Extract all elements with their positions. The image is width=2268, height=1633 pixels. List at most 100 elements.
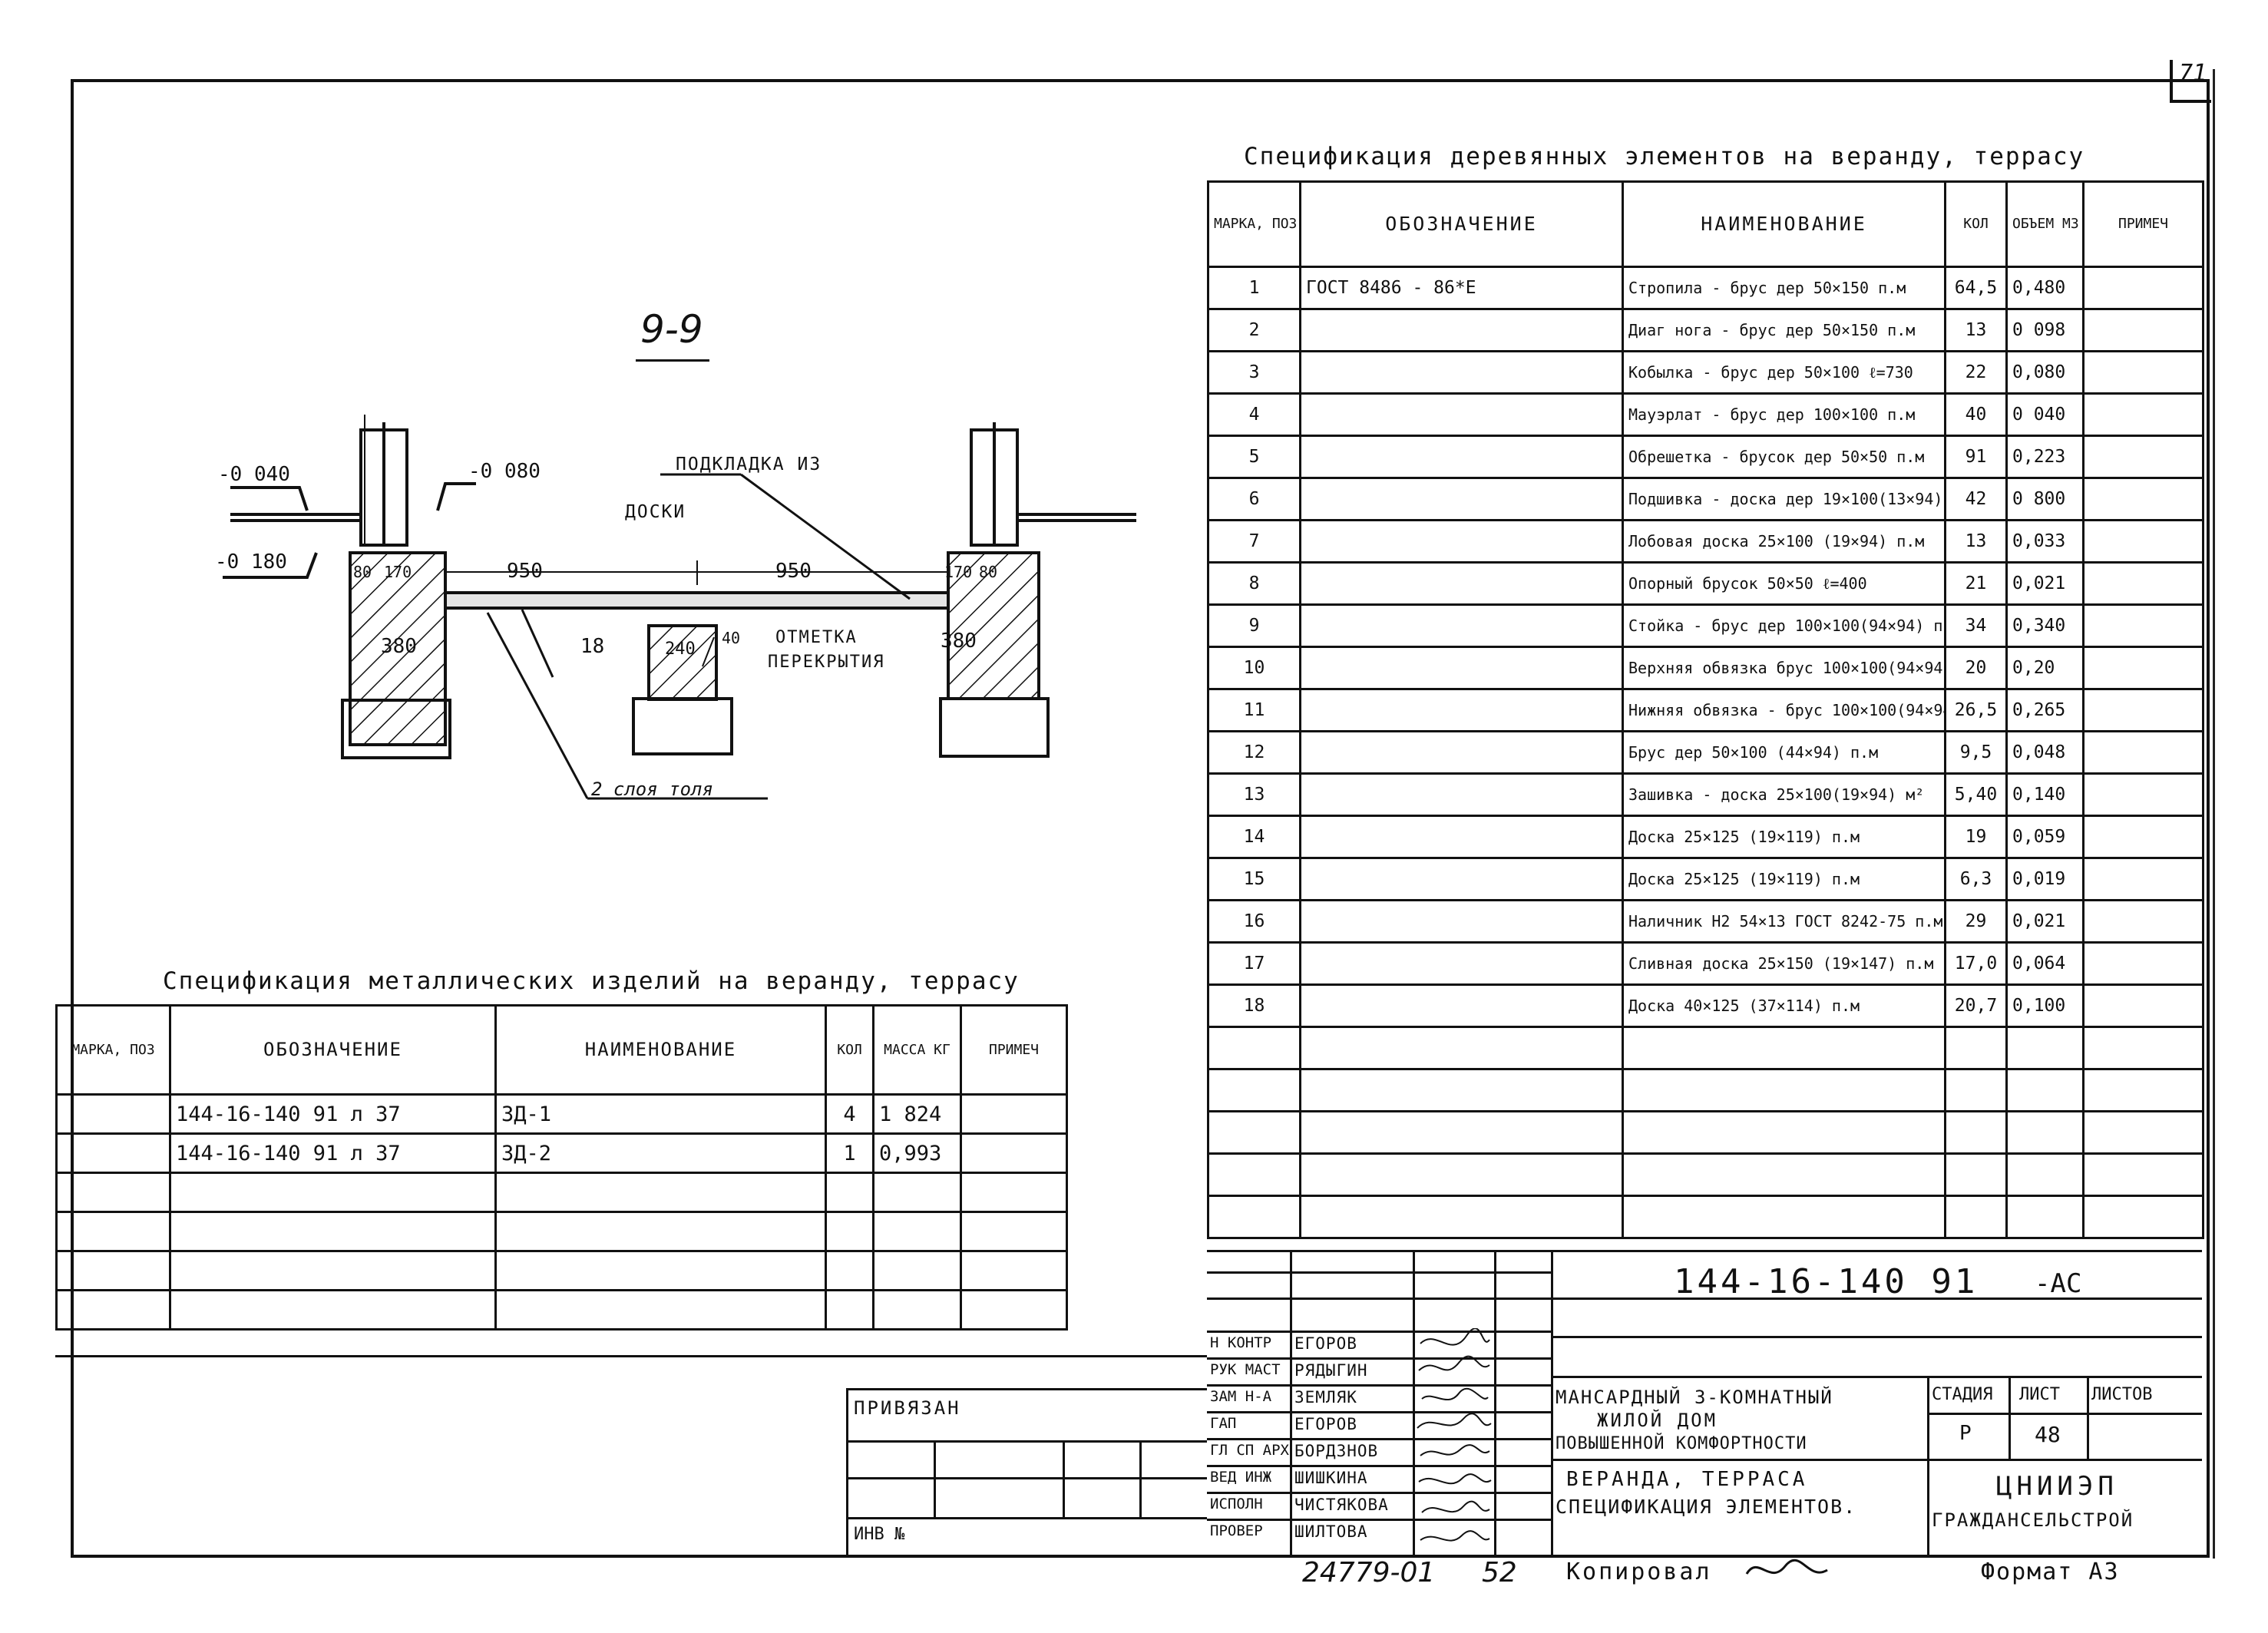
- designation-cell: [1299, 603, 1624, 648]
- qty-cell: 64,5: [1944, 266, 2008, 310]
- note-cell: [2082, 350, 2204, 395]
- designation-cell: [1299, 857, 1624, 901]
- dim-170-right: 170: [944, 563, 972, 581]
- designation-cell: [1299, 350, 1624, 395]
- designation-cell: [1299, 519, 1624, 564]
- designation-cell: [1299, 308, 1624, 352]
- volume-cell: 0 800: [2005, 477, 2085, 521]
- volume-cell: 0,140: [2005, 772, 2085, 817]
- tb-stage-value: Р: [1959, 1422, 1972, 1445]
- designation-cell: [169, 1289, 497, 1331]
- tb-role-label: ГАП: [1210, 1415, 1237, 1432]
- pos-cell: 5: [1207, 435, 1301, 479]
- qty-cell: 13: [1944, 519, 2008, 564]
- tb-line: [2008, 1376, 2011, 1459]
- name-cell: [1622, 1026, 1946, 1070]
- col-header-mark: МАРКА, ПОЗ: [1207, 180, 1301, 268]
- tb-line: [1207, 1271, 1551, 1274]
- pos-cell: [55, 1132, 171, 1174]
- designation-cell: [1299, 1195, 1624, 1239]
- table-row: [55, 1289, 1068, 1331]
- qty-cell: [825, 1250, 874, 1291]
- tb-line: [1063, 1440, 1065, 1517]
- note-cell: [2082, 519, 2204, 564]
- tb-person-name: РЯДЫГИН: [1294, 1361, 1368, 1380]
- designation-cell: [1299, 1110, 1624, 1155]
- tb-sheet-title-line1: ВЕРАНДА, ТЕРРАСА: [1566, 1468, 1808, 1491]
- metal-spec-header-row: МАРКА, ПОЗ ОБОЗНАЧЕНИЕ НАИМЕНОВАНИЕ КОЛ …: [55, 1004, 1068, 1096]
- volume-cell: 0,059: [2005, 815, 2085, 859]
- name-cell: [1622, 1110, 1946, 1155]
- table-row: [55, 1250, 1068, 1291]
- name-cell: [494, 1250, 827, 1291]
- tb-line: [1207, 1297, 2202, 1300]
- qty-cell: 4: [825, 1093, 874, 1135]
- tb-stage-label: СТАДИЯ: [1932, 1385, 1993, 1404]
- qty-cell: 9,5: [1944, 730, 2008, 775]
- level-label-080: -0 080: [468, 460, 541, 483]
- note-cell: [2082, 646, 2204, 690]
- wood-spec-table: МАРКА, ПОЗ ОБОЗНАЧЕНИЕ НАИМЕНОВАНИЕ КОЛ …: [1207, 180, 2204, 1239]
- footer-inventory-no: 24779-01: [1302, 1557, 1436, 1588]
- volume-cell: 0,340: [2005, 603, 2085, 648]
- metal-spec-table: МАРКА, ПОЗ ОБОЗНАЧЕНИЕ НАИМЕНОВАНИЕ КОЛ …: [55, 1004, 1068, 1331]
- note-cell: [2082, 983, 2204, 1028]
- level-label-040: -0 040: [218, 463, 290, 486]
- pos-cell: 2: [1207, 308, 1301, 352]
- qty-cell: [825, 1211, 874, 1252]
- designation-cell: ГОСТ 8486 - 86*Е: [1299, 266, 1624, 310]
- tb-line: [1551, 1336, 2202, 1338]
- name-cell: Обрешетка - брусок дер 50×50 п.м: [1622, 435, 1946, 479]
- tb-line: [1207, 1519, 1551, 1521]
- pos-cell: [55, 1211, 171, 1252]
- qty-cell: 91: [1944, 435, 2008, 479]
- tb-line: [1927, 1413, 2202, 1415]
- note-cell: [2082, 941, 2204, 986]
- tb-project-line1: МАНСАРДНЫЙ 3-КОМНАТНЫЙ: [1556, 1387, 1833, 1408]
- name-cell: Лобовая доска 25×100 (19×94) п.м: [1622, 519, 1946, 564]
- pos-cell: 11: [1207, 688, 1301, 732]
- note-cell: [2082, 857, 2204, 901]
- metal-col-header-designation: ОБОЗНАЧЕНИЕ: [169, 1004, 497, 1096]
- name-cell: Брус дер 50×100 (44×94) п.м: [1622, 730, 1946, 775]
- drawing-frame: [71, 79, 2210, 1558]
- name-cell: Доска 40×125 (37×114) п.м: [1622, 983, 1946, 1028]
- note-level-line2: ПЕРЕКРЫТИЯ: [768, 653, 884, 672]
- pos-cell: [1207, 1068, 1301, 1112]
- tb-line: [1551, 1250, 1553, 1557]
- tb-org-line2: ГРАЖДАНСЕЛЬСТРОЙ: [1932, 1509, 2134, 1531]
- page-corner-tab: [2170, 60, 2211, 103]
- pos-cell: 10: [1207, 646, 1301, 690]
- volume-cell: 0,100: [2005, 983, 2085, 1028]
- note-cell: [2082, 1110, 2204, 1155]
- note-cell: [2082, 899, 2204, 944]
- name-cell: Диаг нога - брус дер 50×150 п.м: [1622, 308, 1946, 352]
- pos-cell: 6: [1207, 477, 1301, 521]
- qty-cell: [1944, 1195, 2008, 1239]
- signatures: [1417, 1328, 1492, 1542]
- col-header-volume: ОБЪЕМ М3: [2005, 180, 2085, 268]
- volume-cell: 0,021: [2005, 899, 2085, 944]
- qty-cell: 6,3: [1944, 857, 2008, 901]
- tb-person-name: БОРДЗНОВ: [1294, 1442, 1379, 1460]
- designation-cell: [1299, 1068, 1624, 1112]
- tb-project-line2: ЖИЛОЙ ДОМ: [1597, 1410, 1718, 1431]
- designation-cell: 144-16-140 91 л 37: [169, 1093, 497, 1135]
- name-cell: [494, 1172, 827, 1213]
- dim-span-left: 950: [507, 560, 543, 583]
- pos-cell: 17: [1207, 941, 1301, 986]
- qty-cell: 1: [825, 1132, 874, 1174]
- qty-cell: [1944, 1152, 2008, 1197]
- pos-cell: [55, 1289, 171, 1331]
- mass-cell: 1 824: [872, 1093, 962, 1135]
- pos-cell: 4: [1207, 392, 1301, 437]
- tb-doc-code-suffix: -АС: [2035, 1268, 2082, 1299]
